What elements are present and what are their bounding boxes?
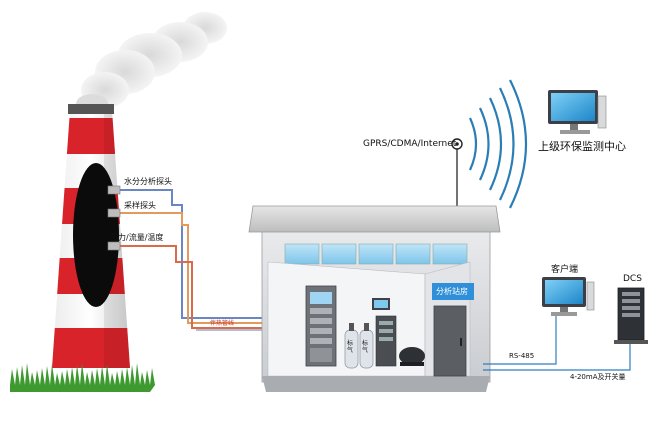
cylinder-label-1: 标气	[347, 340, 354, 354]
wireless-protocol-label: GPRS/CDMA/Internet	[363, 139, 457, 149]
grass	[10, 363, 155, 392]
sampling-probe-label: 采样探头	[124, 201, 156, 210]
smoke-plume	[76, 12, 227, 114]
pressure-flow-temp-label: 压力/流量/温度	[110, 233, 164, 242]
moisture-probe-label: 水分分析探头	[124, 177, 172, 186]
client-computer-icon	[542, 277, 595, 316]
cylinder-label-2: 标气	[362, 340, 369, 354]
antenna	[451, 138, 463, 208]
rs485-label: RS-485	[509, 352, 535, 360]
wireless-waves	[469, 79, 528, 209]
station-sign-label: 分析站房	[436, 287, 468, 296]
network-lines	[483, 313, 631, 371]
probe-cables	[118, 189, 265, 331]
probe-heads	[107, 185, 121, 251]
monitoring-center-label: 上级环保监测中心	[538, 140, 626, 153]
companion-cable-label: 伴热管线	[210, 320, 235, 327]
client-label: 客户端	[551, 265, 579, 275]
monitoring-center-computer-icon	[548, 90, 607, 134]
dcs-label: DCS	[623, 274, 642, 284]
dcs-server-icon	[614, 287, 648, 344]
analog-switch-label: 4-20mA及开关量	[570, 373, 626, 381]
analysis-station	[248, 205, 501, 392]
